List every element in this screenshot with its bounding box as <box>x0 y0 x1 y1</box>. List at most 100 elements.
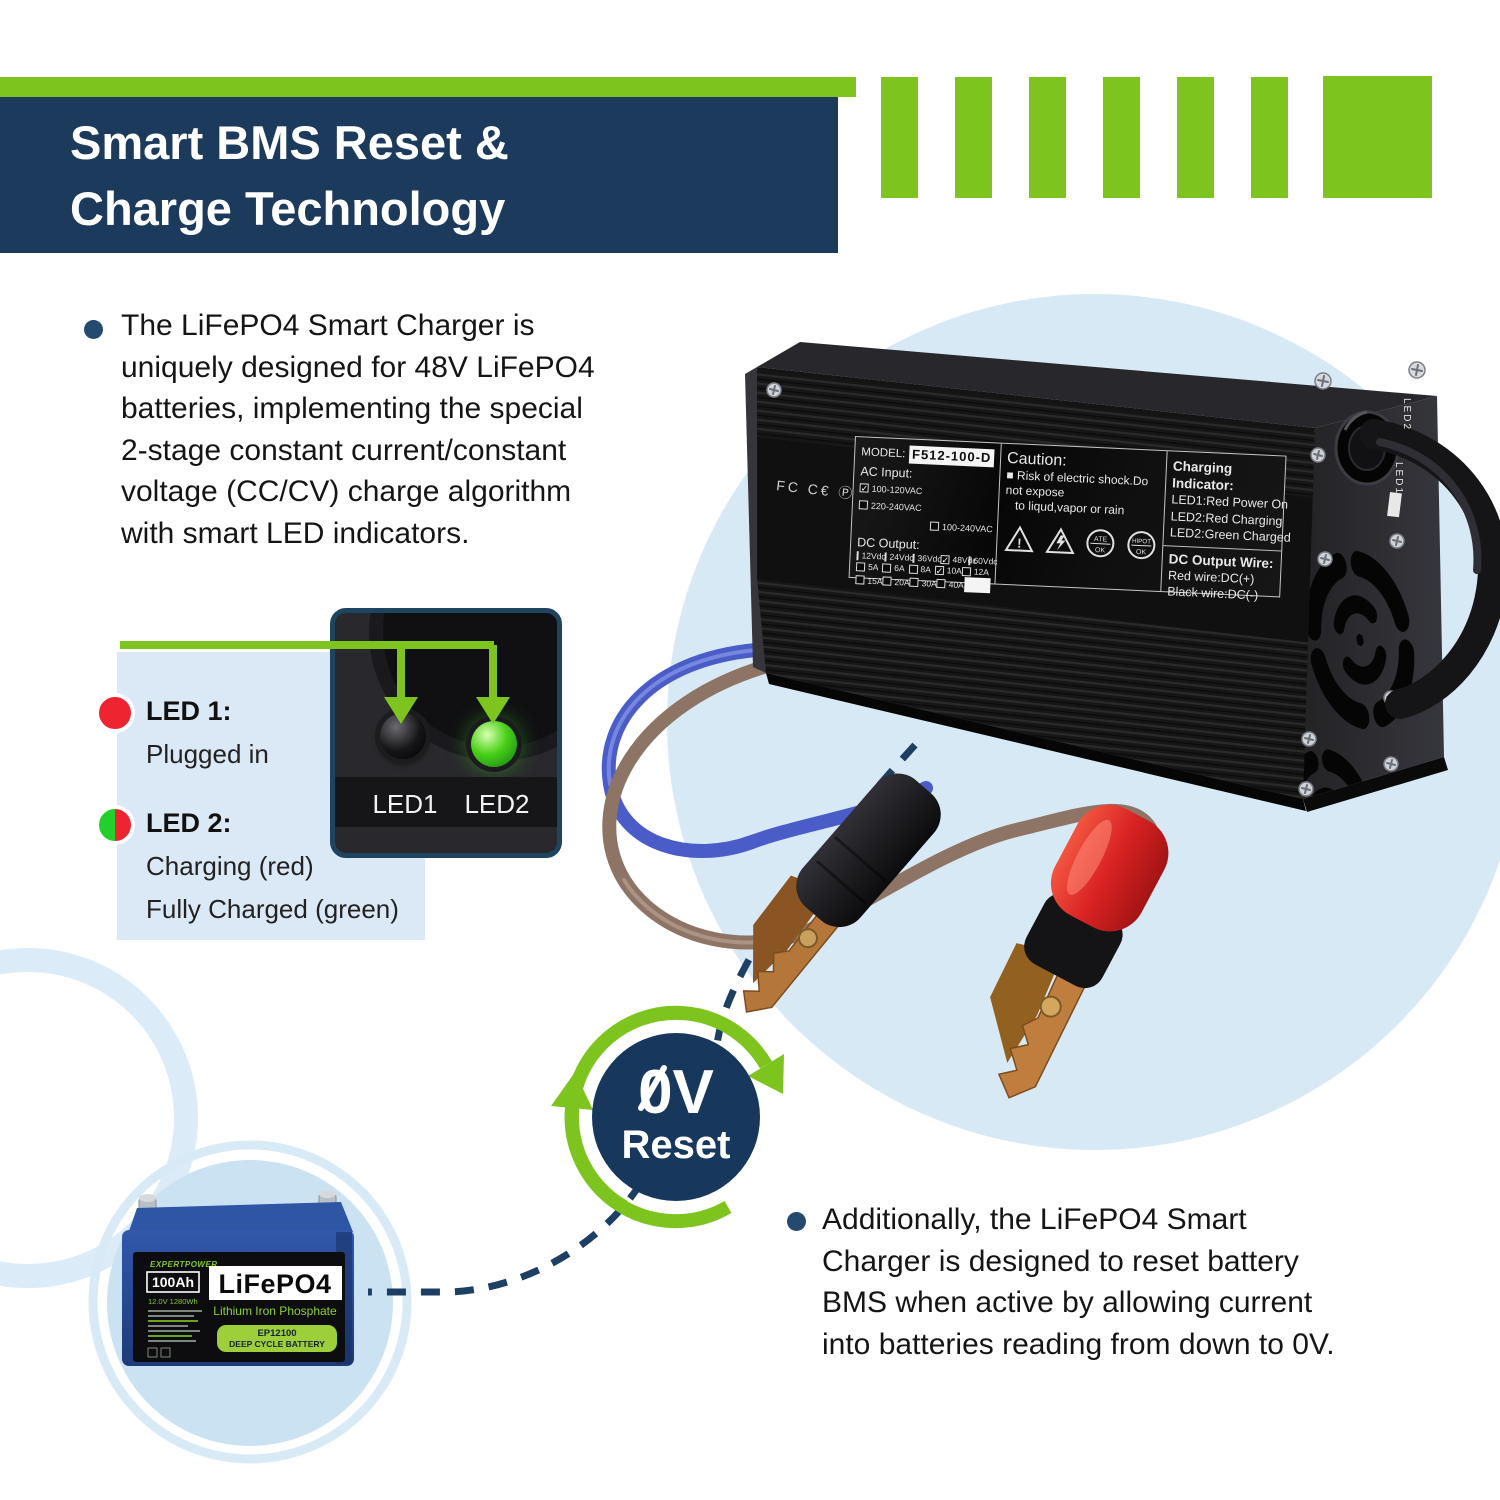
reset-arrow-arc-bottom <box>564 1107 732 1229</box>
label-indicator-column: Charging Indicator: LED1:Red Power On LE… <box>1161 451 1291 602</box>
bullet1-paragraph: The LiFePO4 Smart Charger is uniquely de… <box>121 305 595 554</box>
screws <box>766 361 1426 797</box>
checkbox-option-label: 40A <box>948 578 965 590</box>
label-checkbox-option <box>963 577 991 594</box>
page-title-line2: Charge Technology <box>70 182 506 235</box>
battery-type: DEEP CYCLE BATTERY <box>229 1339 325 1349</box>
led-photo-inset: LED1 LED2 <box>330 608 562 858</box>
bullet1-line: voltage (CC/CV) charge algorithm <box>121 475 572 508</box>
reset-arrow-head-right <box>748 1054 784 1094</box>
label-checkbox-option: 36Vdc <box>912 552 942 565</box>
electric-shock-triangle-icon <box>1044 527 1075 555</box>
checked-checkbox-icon: ✓ <box>934 565 944 576</box>
pointer-arrow-led2-icon <box>476 697 510 724</box>
side-vertical-label-led2: LED2 <box>1401 398 1412 431</box>
checkbox-option-label: 100-120VAC <box>871 483 923 496</box>
svg-text:OK: OK <box>1135 549 1146 556</box>
ac-options-row2: 100-240VAC <box>929 518 994 539</box>
decor-green-square <box>1323 76 1432 198</box>
black-alligator-clip <box>742 773 941 1013</box>
checkbox-option-label: 6A <box>894 562 905 574</box>
checkbox-option-label: 12A <box>973 566 990 578</box>
unchecked-checkbox-icon <box>882 562 892 573</box>
bullet2-line: Charger is designed to reset battery <box>822 1244 1299 1278</box>
label-checkbox-option: 12Vdc <box>856 550 886 562</box>
charger-bottom-edge <box>766 673 1306 811</box>
checkbox-option-label: 8A <box>920 564 932 575</box>
unchecked-checkbox-icon <box>929 521 940 531</box>
warning-triangle-icon: ! <box>1004 525 1034 553</box>
label-checkbox-option: 5A <box>855 561 883 573</box>
battery-illustration: EXPERTPOWER 100Ah 12.0V 1280Wh LiFePO4 L… <box>122 1190 354 1366</box>
unchecked-checkbox-icon <box>909 577 919 588</box>
checkbox-option-label: 220-240VAC <box>870 500 922 513</box>
svg-text:HIPOT: HIPOT <box>1131 538 1150 546</box>
bullet2-line: BMS when active by allowing current <box>822 1286 1313 1319</box>
checkbox-option-label: 100-240VAC <box>941 521 994 534</box>
ac-options-row1: ✓100-120VAC 220-240VAC <box>858 478 992 520</box>
bullet1-dot <box>84 320 103 339</box>
svg-text:ATE: ATE <box>1094 536 1108 544</box>
checkbox-option-label: 36Vdc <box>917 552 942 565</box>
checkbox-option-label: 24Vdc <box>889 551 914 563</box>
banner-green-strip <box>0 77 856 97</box>
battery-brand: EXPERTPOWER <box>150 1260 218 1269</box>
model-label: MODEL: <box>860 446 906 461</box>
checkbox-option-label: 15A <box>867 575 883 586</box>
checkbox-option-label: 5A <box>867 561 879 573</box>
label-checkbox-option: 220-240VAC <box>858 500 922 513</box>
label-checkbox-option: 12A <box>961 566 990 578</box>
pointer-arrow-led1-icon <box>384 697 418 724</box>
unchecked-checkbox-icon <box>856 550 859 560</box>
label-checkbox-option: 24Vdc <box>884 551 914 563</box>
led2-title: LED 2: <box>146 808 232 838</box>
pointer-stem-led1 <box>397 645 405 698</box>
checkbox-option-label: 12Vdc <box>861 550 886 562</box>
label-checkbox-option: ✓48Vdc <box>940 554 977 566</box>
bullet2-line: Additionally, the LiFePO4 Smart <box>822 1203 1247 1236</box>
battery-energy: 12.0V 1280Wh <box>148 1297 198 1306</box>
label-checkbox-option: 60Vdc <box>968 555 998 567</box>
inset-caption-band <box>335 777 557 827</box>
label-checkbox-option: 15A <box>855 572 883 588</box>
pointer-line <box>120 641 494 649</box>
unchecked-checkbox-icon <box>884 551 887 562</box>
battery-ring <box>88 1140 412 1464</box>
label-checkbox-option: 20A <box>882 573 910 589</box>
led2-indicator <box>471 721 517 767</box>
charging-indicator-title: Charging Indicator: <box>1171 458 1234 494</box>
dashed-flow-line-bottom <box>368 1181 644 1296</box>
unchecked-checkbox-icon <box>882 576 892 586</box>
bullet1-line: batteries, implementing the special <box>121 392 583 425</box>
charger-top-face <box>757 342 1437 428</box>
unchecked-checkbox-icon <box>855 561 866 572</box>
checked-checkbox-icon: ✓ <box>859 483 869 494</box>
unchecked-checkbox-icon <box>858 500 869 510</box>
decor-green-bar <box>1251 77 1288 198</box>
power-cable <box>1359 419 1500 719</box>
checkbox-option-label: 30A <box>921 577 938 589</box>
label-blank-box <box>963 577 991 594</box>
reset-badge-label: Reset <box>622 1123 731 1167</box>
led1-description: Plugged in <box>146 739 269 769</box>
model-value: F512-100-D <box>908 445 995 468</box>
decor-green-bar <box>1029 77 1066 198</box>
label-caution-column: Caution: ■ Risk of electric shock.Do not… <box>995 443 1168 592</box>
unchecked-checkbox-icon <box>908 564 918 574</box>
unchecked-checkbox-icon <box>961 566 972 576</box>
bullet1-line: 2-stage constant current/constant <box>121 433 567 467</box>
battery-chemistry-full: Lithium Iron Phosphate <box>213 1304 337 1318</box>
bullet2-line: into batteries reading from down to 0V. <box>822 1327 1335 1361</box>
bullet1-line: The LiFePO4 Smart Charger is <box>121 309 535 342</box>
label-checkbox-option: 8A <box>908 564 935 575</box>
label-checkbox-option: ✓100-120VAC <box>859 483 923 496</box>
battery-model: EP12100 <box>257 1328 296 1339</box>
label-checkbox-option: ✓10A <box>934 565 962 576</box>
battery-chemistry: LiFePO4 <box>218 1269 331 1299</box>
hipot-ok-icon: HIPOT OK <box>1126 531 1155 560</box>
title-banner: Smart BMS Reset & Charge Technology <box>0 97 838 253</box>
reset-arrow-head-left <box>551 1072 593 1110</box>
